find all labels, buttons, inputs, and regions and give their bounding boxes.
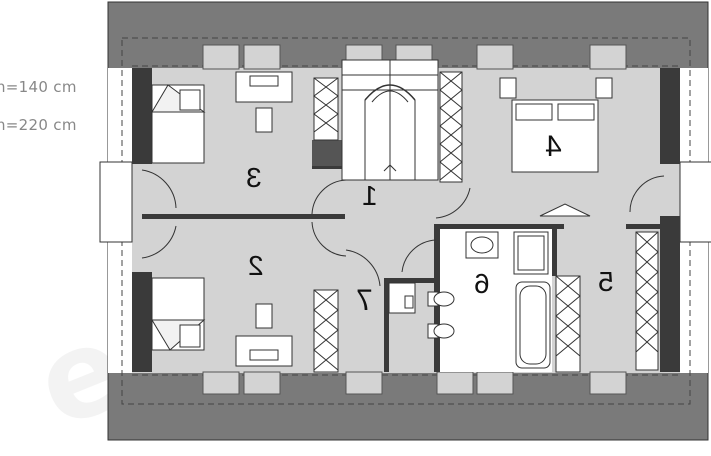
room-label-2: 2 <box>248 250 264 281</box>
doors <box>141 169 665 287</box>
bed-room-2 <box>151 277 206 351</box>
room-label-5: 5 <box>598 266 614 297</box>
bed-room-3 <box>151 84 206 164</box>
closet-7-sink <box>404 295 414 309</box>
plan-svg <box>99 1 711 441</box>
outer-walls <box>132 68 680 372</box>
room-label-4: 4 <box>545 130 562 163</box>
desk-room-2 <box>235 303 293 367</box>
tv-room-4 <box>539 203 591 217</box>
room-label-3: 3 <box>246 162 262 193</box>
bottom-dormers <box>202 371 627 395</box>
desk-room-3 <box>235 71 293 133</box>
height-label-140: h=140 cm <box>0 78 77 96</box>
height-label-220: h=220 cm <box>0 116 77 134</box>
staircase <box>341 59 439 181</box>
storage-hatch <box>313 71 659 373</box>
room-label-1: 1 <box>362 180 378 211</box>
right-bay-window <box>679 161 711 243</box>
bed-room-4 <box>499 77 613 173</box>
bathroom <box>427 229 552 372</box>
left-bay-window <box>99 161 133 243</box>
room-label-7: 7 <box>356 284 373 317</box>
room-label-6: 6 <box>474 268 490 299</box>
